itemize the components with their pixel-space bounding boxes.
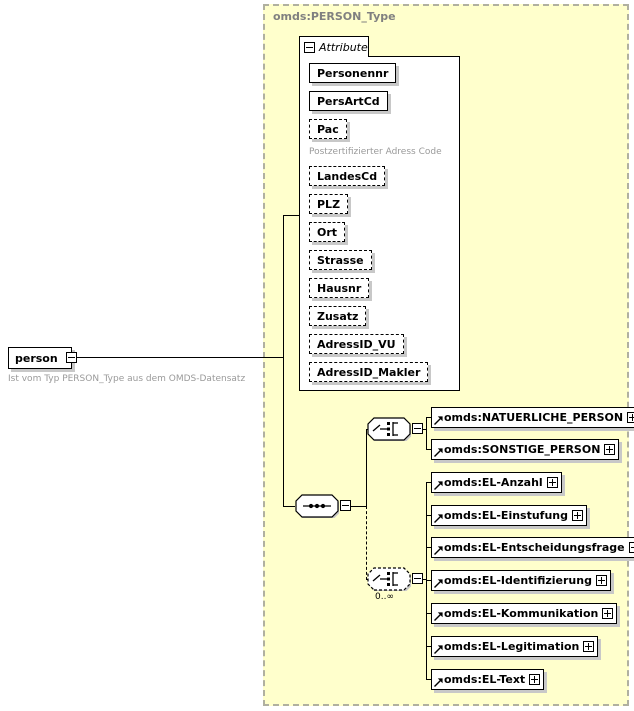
element-person-annotation: Ist vom Typ PERSON_Type aus dem OMDS-Dat… bbox=[8, 374, 246, 384]
minus-box-icon[interactable] bbox=[66, 352, 77, 363]
attribute-box[interactable]: AdressID_VU bbox=[309, 334, 404, 354]
connector-branch-el-4 bbox=[426, 580, 432, 581]
attribute-label: Ort bbox=[317, 225, 338, 239]
connector-branch-el-1 bbox=[426, 482, 432, 483]
element-ref-arrow-icon bbox=[434, 612, 443, 621]
element-ref-label: omds:EL-Entscheidungsfrage bbox=[444, 541, 625, 554]
attribute-label: Zusatz bbox=[317, 309, 359, 323]
element-person-label: person bbox=[15, 351, 58, 365]
attribute-label: Pac bbox=[317, 122, 339, 136]
element-ref-arrow-icon bbox=[434, 645, 443, 654]
attribute-box[interactable]: Hausnr bbox=[309, 278, 370, 298]
attribute-box[interactable]: Strasse bbox=[309, 250, 372, 270]
connector-branch-el-6 bbox=[426, 646, 432, 647]
attribute-label: AdressID_Makler bbox=[317, 365, 421, 379]
element-ref-label: omds:EL-Identifizierung bbox=[444, 574, 592, 587]
attribute-panel-tab[interactable]: Attribute bbox=[299, 36, 369, 57]
element-ref-label: omds:NATUERLICHE_PERSON bbox=[444, 411, 624, 424]
attribute-label: Hausnr bbox=[317, 281, 362, 295]
compositor-choice-person[interactable] bbox=[367, 417, 423, 441]
plus-box-icon[interactable] bbox=[546, 477, 558, 488]
cardinality-label: 0..∞ bbox=[375, 592, 394, 602]
element-ref-box[interactable]: omds:EL-Entscheidungsfrage bbox=[431, 537, 634, 558]
attribute-box[interactable]: LandesCd bbox=[309, 166, 386, 186]
connector-branch-el-5 bbox=[426, 613, 432, 614]
element-ref-arrow-icon bbox=[434, 579, 443, 588]
element-ref-arrow-icon bbox=[434, 514, 443, 523]
element-ref-box[interactable]: omds:EL-Einstufung bbox=[431, 505, 588, 526]
connector-branch-el-3 bbox=[426, 547, 432, 548]
plus-box-icon[interactable] bbox=[628, 542, 634, 553]
element-ref-box[interactable]: omds:NATUERLICHE_PERSON bbox=[431, 407, 634, 428]
connector-branch-el-7 bbox=[426, 679, 432, 680]
attribute-label: Strasse bbox=[317, 253, 364, 267]
element-ref-box[interactable]: omds:SONSTIGE_PERSON bbox=[431, 439, 620, 460]
attribute-box[interactable]: Personennr bbox=[309, 63, 397, 83]
element-ref-label: omds:EL-Einstufung bbox=[444, 509, 569, 522]
attribute-label: PersArtCd bbox=[317, 94, 380, 108]
element-ref-label: omds:EL-Kommunikation bbox=[444, 607, 599, 620]
attribute-label: PLZ bbox=[317, 197, 341, 211]
element-ref-box[interactable]: omds:EL-Legitimation bbox=[431, 636, 599, 657]
connector-choice-person-trunk bbox=[426, 417, 427, 450]
plus-box-icon[interactable] bbox=[572, 510, 584, 521]
sequence-icon bbox=[295, 494, 339, 518]
plus-box-icon[interactable] bbox=[529, 674, 541, 685]
attribute-box[interactable]: AdressID_Makler bbox=[309, 362, 429, 382]
attribute-label: LandesCd bbox=[317, 169, 378, 183]
attribute-box[interactable]: Pac bbox=[309, 119, 347, 139]
element-person[interactable]: person bbox=[8, 347, 77, 369]
connector-choice-el-trunk bbox=[426, 482, 427, 680]
element-ref-box[interactable]: omds:EL-Identifizierung bbox=[431, 570, 611, 591]
connector-branch-person-1 bbox=[426, 417, 432, 418]
element-ref-label: omds:SONSTIGE_PERSON bbox=[444, 443, 601, 456]
plus-box-icon[interactable] bbox=[583, 641, 595, 652]
connector-trunk-vertical bbox=[283, 215, 284, 506]
connector-to-attribute-panel bbox=[283, 215, 300, 216]
minus-box-icon[interactable] bbox=[412, 423, 423, 434]
plus-box-icon[interactable] bbox=[627, 412, 634, 423]
connector-sequence-down-dashed bbox=[366, 506, 367, 580]
element-ref-label: omds:EL-Anzahl bbox=[444, 476, 543, 489]
element-ref-box[interactable]: omds:EL-Text bbox=[431, 669, 545, 690]
plus-box-icon[interactable] bbox=[602, 608, 614, 619]
element-ref-label: omds:EL-Legitimation bbox=[444, 640, 580, 653]
minus-box-icon[interactable] bbox=[340, 500, 351, 511]
element-ref-arrow-icon bbox=[434, 678, 443, 687]
attribute-annotation: Postzertifizierter Adress Code bbox=[309, 147, 442, 157]
element-ref-arrow-icon bbox=[434, 481, 443, 490]
attribute-panel-tab-label: Attribute bbox=[319, 40, 368, 54]
element-ref-box[interactable]: omds:EL-Kommunikation bbox=[431, 603, 618, 624]
choice-icon bbox=[367, 417, 411, 441]
plus-box-icon[interactable] bbox=[595, 575, 607, 586]
element-ref-label: omds:EL-Text bbox=[444, 673, 526, 686]
attribute-label: Personennr bbox=[317, 66, 389, 80]
connector-sequence-up bbox=[366, 429, 367, 507]
attribute-box[interactable]: PLZ bbox=[309, 194, 349, 214]
attribute-box[interactable]: Ort bbox=[309, 222, 346, 242]
connector-to-sequence bbox=[283, 506, 295, 507]
complex-type-title: omds:PERSON_Type bbox=[273, 10, 396, 23]
minus-box-icon[interactable] bbox=[412, 573, 423, 584]
attribute-label: AdressID_VU bbox=[317, 337, 396, 351]
element-ref-arrow-icon bbox=[434, 448, 443, 457]
connector-branch-el-2 bbox=[426, 515, 432, 516]
attribute-box[interactable]: PersArtCd bbox=[309, 91, 388, 111]
connector-sequence-right-1 bbox=[351, 506, 367, 507]
attribute-box[interactable]: Zusatz bbox=[309, 306, 367, 326]
element-ref-arrow-icon bbox=[434, 546, 443, 555]
element-ref-arrow-icon bbox=[434, 416, 443, 425]
connector-branch-person-2 bbox=[426, 449, 432, 450]
choice-icon bbox=[367, 567, 411, 591]
compositor-sequence[interactable] bbox=[295, 494, 351, 518]
plus-box-icon[interactable] bbox=[604, 444, 616, 455]
minus-box-icon[interactable] bbox=[304, 41, 315, 53]
element-ref-box[interactable]: omds:EL-Anzahl bbox=[431, 472, 562, 493]
connector-person-out bbox=[76, 357, 284, 358]
compositor-choice-el[interactable] bbox=[367, 567, 423, 591]
